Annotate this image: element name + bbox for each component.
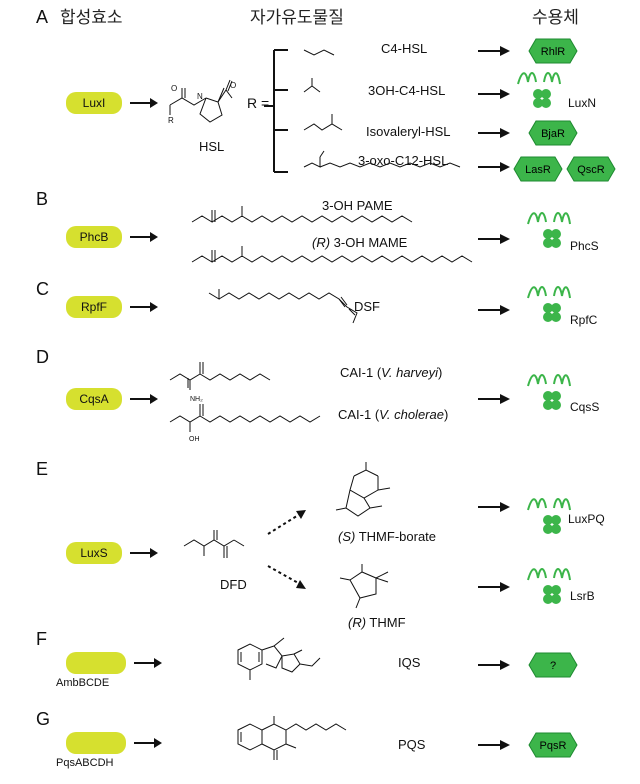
compound-dsf: DSF — [354, 299, 380, 314]
section-letter-f: F — [36, 629, 47, 649]
enzyme-luxi: LuxI — [66, 92, 122, 114]
arrow-a-luxn — [478, 89, 510, 99]
pqs-structure — [237, 716, 347, 760]
section-letter-d: D — [36, 347, 49, 367]
arrow-b-receptor — [478, 234, 510, 244]
enzyme-ambbcde-pill — [66, 652, 126, 674]
receptor-lasr: LasR — [513, 156, 563, 182]
header-receptor: 수용체 — [532, 8, 579, 28]
arrow-a-bjar — [478, 128, 510, 138]
arrow-f-enzyme — [134, 658, 162, 668]
compound-s-thmf-borate: (S) THMF-borate — [338, 529, 437, 544]
r-bracket — [264, 49, 288, 173]
svg-text:BjaR: BjaR — [541, 128, 565, 140]
iqs-structure — [237, 637, 321, 680]
receptor-luxn-icon — [517, 72, 561, 108]
compound-3oh-c4-hsl: 3OH-C4-HSL — [368, 83, 446, 98]
receptor-phcs-label: PhcS — [570, 239, 599, 253]
enzyme-phcb: PhcB — [66, 226, 122, 248]
receptor-lsrb-label: LsrB — [570, 589, 595, 603]
arrow-e-lower — [267, 565, 306, 589]
oh-label-d: OH — [189, 436, 200, 443]
enzyme-pqsabcdh-label: PqsABCDH — [56, 757, 114, 769]
svg-text:?: ? — [550, 660, 556, 672]
hsl-structure — [169, 79, 233, 123]
compound-cai1-cholerae: CAI-1 (V. cholerae) — [338, 407, 449, 422]
svg-text:QscR: QscR — [577, 164, 605, 176]
section-letter-e: E — [36, 459, 49, 479]
arrow-b-enzyme — [130, 232, 158, 242]
thmf-structure — [339, 564, 389, 609]
thmf-borate-structure — [335, 462, 391, 517]
enzyme-pqsabcdh-pill — [66, 732, 126, 754]
compound-3-oh-pame: 3-OH PAME — [322, 198, 393, 213]
receptor-phcs-icon — [527, 212, 571, 248]
arrow-a-lasr — [478, 162, 510, 172]
arrow-e-luxpq — [478, 502, 510, 512]
receptor-rhlr: RhlR — [528, 38, 578, 64]
r-equals: R = — [247, 95, 270, 111]
receptor-rpfc-label: RpfC — [570, 313, 598, 327]
receptor-bjar: BjaR — [528, 120, 578, 146]
arrow-e-lsrb — [478, 582, 510, 592]
arrow-e-upper — [267, 510, 306, 535]
dfd-structure — [183, 530, 245, 558]
receptor-pqsr: PqsR — [528, 732, 578, 758]
arrow-g-receptor — [478, 740, 510, 750]
compound-3-oh-mame: (R) 3-OH MAME — [312, 235, 408, 250]
compound-3-oxo-c12-hsl: 3-oxo-C12-HSL — [358, 153, 449, 168]
section-letter-b: B — [36, 189, 49, 209]
arrow-f-receptor — [478, 660, 510, 670]
enzyme-ambbcde-label: AmbBCDE — [56, 677, 110, 689]
phcb-structures — [191, 206, 473, 263]
header-synthase: 합성효소 — [60, 8, 123, 28]
cai1-structures — [169, 362, 321, 432]
section-letter-a: A — [36, 7, 49, 27]
enzyme-luxs: LuxS — [66, 542, 122, 564]
dsf-structure — [208, 289, 358, 324]
receptor-rpfc-icon — [527, 286, 571, 322]
receptor-lsrb-icon — [527, 568, 571, 604]
enzyme-cqsa: CqsA — [66, 388, 122, 410]
compound-isovaleryl-hsl: Isovaleryl-HSL — [366, 124, 451, 139]
svg-text:PqsR: PqsR — [540, 740, 567, 752]
nh2-label: NH₂ — [190, 396, 203, 403]
hsl-label: HSL — [199, 139, 225, 154]
svg-text:LasR: LasR — [525, 164, 551, 176]
compound-iqs: IQS — [398, 655, 421, 670]
receptor-luxpq-label: LuxPQ — [568, 512, 605, 526]
enzyme-rpff: RpfF — [66, 296, 122, 318]
arrow-c-receptor — [478, 305, 510, 315]
arrow-d-receptor — [478, 394, 510, 404]
header-autoinducer: 자가유도물질 — [250, 8, 344, 28]
compound-r-thmf: (R) THMF — [348, 615, 406, 630]
receptor-luxn-label: LuxN — [568, 96, 597, 110]
arrow-g-enzyme — [134, 738, 162, 748]
receptor-luxpq-icon — [527, 498, 571, 534]
compound-pqs: PQS — [398, 737, 426, 752]
receptor-cqss-icon — [527, 374, 571, 410]
r-group-structures — [303, 49, 461, 168]
receptor-unknown: ? — [528, 652, 578, 678]
arrow-a-rhlr — [478, 46, 510, 56]
section-letter-c: C — [36, 279, 49, 299]
compound-cai1-harveyi: CAI-1 (V. harveyi) — [340, 365, 443, 380]
arrow-e-enzyme — [130, 548, 158, 558]
arrow-c-enzyme — [130, 302, 158, 312]
receptor-qscr: QscR — [566, 156, 616, 182]
arrow-d-enzyme — [130, 394, 158, 404]
arrow-a-enzyme — [130, 98, 158, 108]
svg-text:RhlR: RhlR — [541, 46, 566, 58]
dfd-label: DFD — [220, 577, 247, 592]
receptor-cqss-label: CqsS — [570, 400, 600, 414]
section-letter-g: G — [36, 709, 51, 729]
compound-c4-hsl: C4-HSL — [381, 41, 428, 56]
